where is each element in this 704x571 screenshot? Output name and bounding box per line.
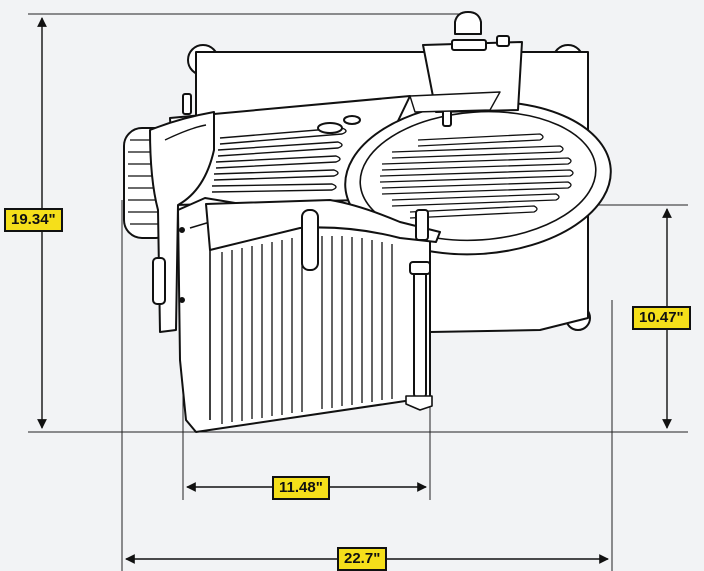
adjust-knob-icon xyxy=(454,11,482,35)
carriage-handle xyxy=(301,209,319,271)
slicer-illustration xyxy=(123,11,612,433)
blade-slots xyxy=(379,133,574,219)
blade-height-dimension-label: 10.47" xyxy=(632,306,691,330)
height-dimension-label: 19.34" xyxy=(4,208,63,232)
overall-width-dimension-label: 22.7" xyxy=(337,547,388,571)
carriage-ribs xyxy=(221,236,393,424)
guide-rod xyxy=(413,267,427,399)
carriage-width-dimension-label: 11.48" xyxy=(272,476,330,500)
